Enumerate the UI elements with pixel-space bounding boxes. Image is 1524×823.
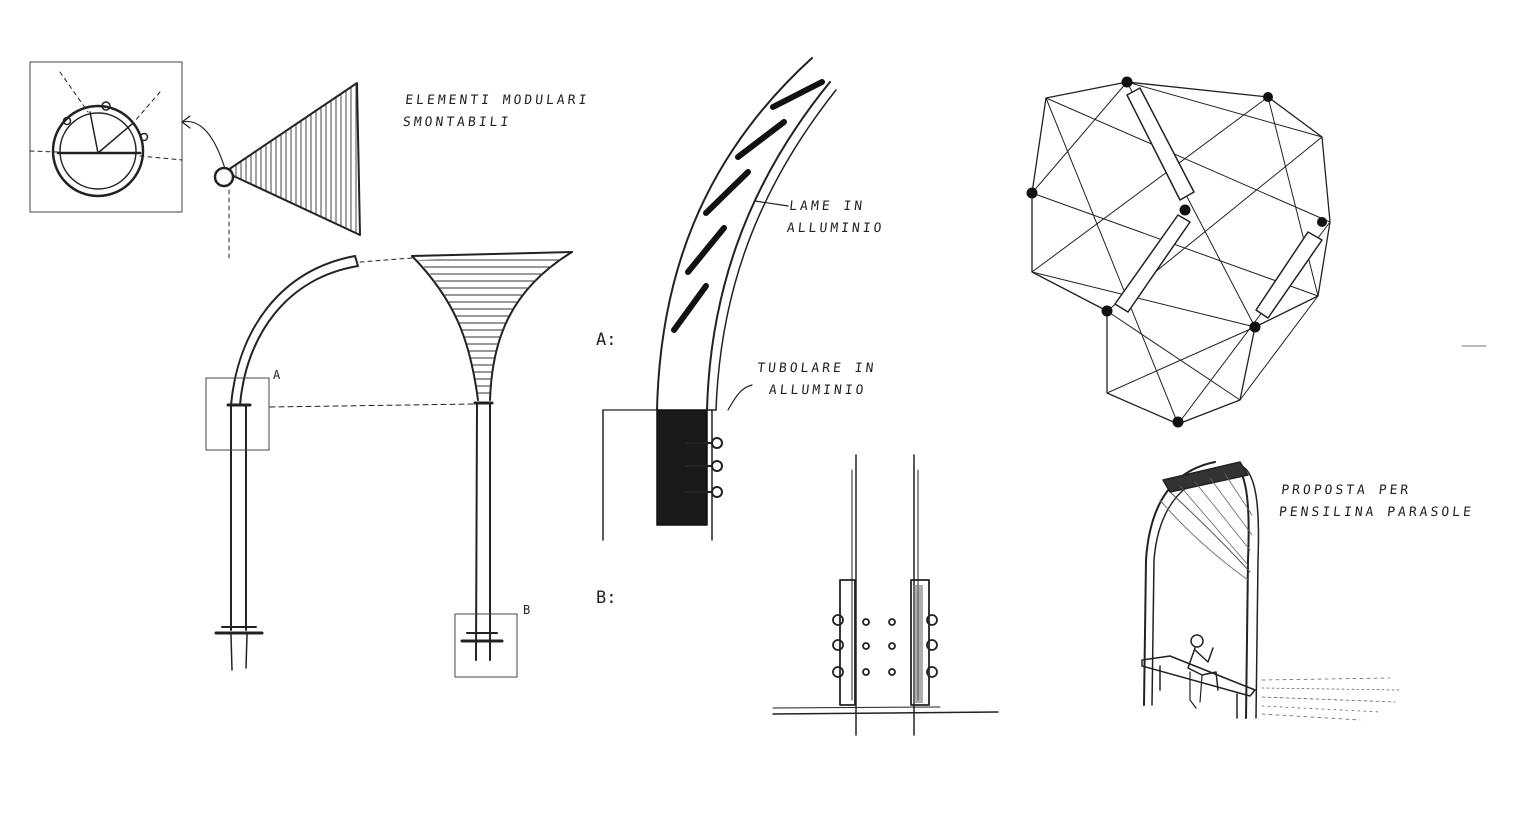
- curved-arm-pole: [205, 255, 476, 671]
- note-aluminium-tube: TUBOLARE IN ALLUMINIO: [754, 358, 878, 402]
- note-proposal-line2: PENSILINA PARASOLE: [1278, 505, 1475, 520]
- note-shelter-proposal: PROPOSTA PER PENSILINA PARASOLE: [1278, 480, 1478, 524]
- joint-detail-circle: [29, 61, 227, 213]
- note-blades-line2: ALLUMINIO: [786, 221, 886, 236]
- note-tube-line1: TUBOLARE IN: [756, 361, 878, 376]
- label-detail-a: A:: [596, 330, 617, 350]
- label-a-small: A: [273, 368, 281, 382]
- funnel-canopy-pole: [411, 251, 573, 678]
- note-proposal-line1: PROPOSTA PER: [1280, 483, 1412, 498]
- note-blades-line1: LAME IN: [788, 199, 866, 214]
- note-tube-line2: ALLUMINIO: [768, 383, 868, 398]
- label-detail-b: B:: [596, 588, 617, 608]
- detail-b-base-joint: [772, 454, 999, 736]
- modular-triangle-element: [213, 82, 361, 259]
- note-modular-line1: ELEMENTI MODULARI: [404, 93, 591, 108]
- parasol-shelter-sketch: [1141, 461, 1401, 721]
- triangular-grid-plan: [1026, 76, 1331, 428]
- note-modular-elements: ELEMENTI MODULARI SMONTABILI: [402, 90, 591, 134]
- note-modular-line2: SMONTABILI: [402, 115, 512, 130]
- detail-a-curved-blades: [602, 57, 837, 541]
- label-b-small: B: [523, 603, 531, 617]
- note-aluminium-blades: LAME IN ALLUMINIO: [786, 196, 888, 240]
